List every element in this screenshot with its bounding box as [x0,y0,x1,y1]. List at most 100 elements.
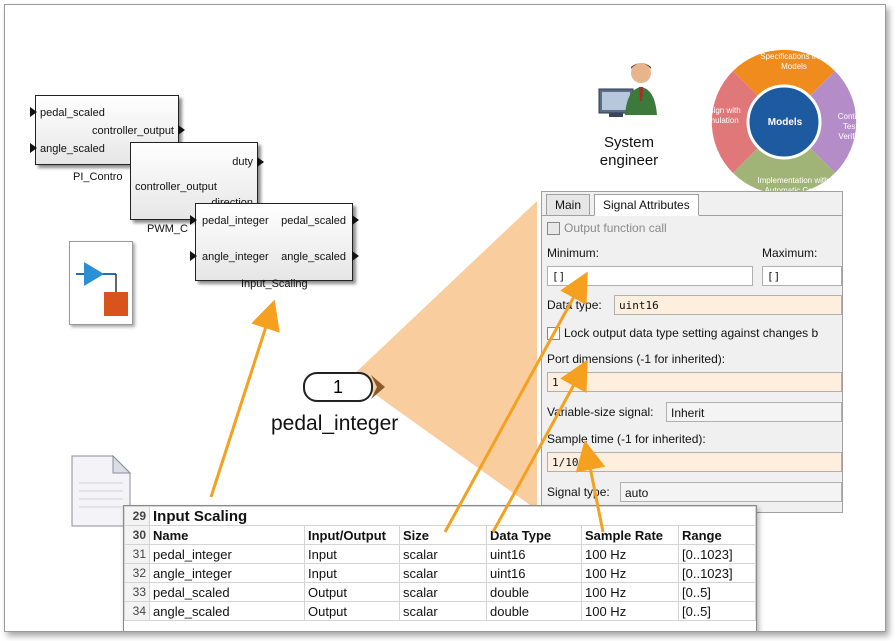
pwm-input-controller-output: controller_output [135,181,217,193]
cell-range[interactable]: [0..5] [678,582,756,602]
variable-size-dropdown[interactable]: Inherit [666,402,842,422]
table-title-row: 29 Input Scaling [124,506,756,526]
header-input-output: Input/Output [304,525,400,545]
inport-name: pedal_integer [271,412,399,435]
table-row[interactable]: 31 pedal_integer Input scalar uint16 100… [124,544,756,564]
pi-input-angle-scaled: angle_scaled [40,143,105,155]
header-size: Size [399,525,487,545]
cell-data-type[interactable]: double [486,601,582,621]
pi-controller-block[interactable]: pedal_scaled angle_scaled controller_out… [35,95,179,165]
scaling-out2-port-icon [352,251,359,261]
cell-sample-rate[interactable]: 100 Hz [581,563,679,583]
port-dimensions-label: Port dimensions (-1 for inherited): [547,352,726,366]
cell-input-output[interactable]: Output [304,601,400,621]
scaling-input-pedal-integer: pedal_integer [202,215,269,227]
output-function-call-checkbox[interactable] [547,222,560,235]
sample-time-field[interactable]: 1/100 [547,452,842,472]
cell-name[interactable]: angle_scaled [149,601,305,621]
scaling-input-angle-integer: angle_integer [202,251,269,263]
data-type-field[interactable]: uint16 [614,295,842,315]
wheel-label-center: Models [767,117,803,128]
simulink-model-icon[interactable] [69,241,133,325]
cell-range[interactable]: [0..5] [678,601,756,621]
table-row[interactable]: 33 pedal_scaled Output scalar double 100… [124,582,756,602]
cell-data-type[interactable]: uint16 [486,544,582,564]
scaling-in1-port-icon [190,215,197,225]
header-sample-rate: Sample Rate [581,525,679,545]
wheel-label-right: Continuous Test and Verification [837,112,879,141]
row-number: 32 [124,563,150,583]
cell-size[interactable]: scalar [399,544,487,564]
person-label-line2: engineer [599,152,659,169]
row-number: 30 [124,525,150,545]
wheel-label-top: Executable Specifications from Models [760,42,828,71]
pi-in1-port-icon [30,107,37,117]
maximum-field[interactable]: [] [762,266,842,286]
cell-sample-rate[interactable]: 100 Hz [581,582,679,602]
lock-data-type-checkbox[interactable] [547,327,560,340]
cell-sample-rate[interactable]: 100 Hz [581,544,679,564]
row-number: 34 [124,601,150,621]
header-name: Name [149,525,305,545]
output-function-call-label: Output function call [564,221,667,235]
document-icon[interactable] [71,454,132,527]
table-header-row: 30 Name Input/Output Size Data Type Samp… [124,525,756,545]
scaling-output-angle-scaled: angle_scaled [281,251,346,263]
signal-type-label: Signal type: [547,485,610,499]
data-type-label: Data type: [547,298,602,312]
cell-name[interactable]: angle_integer [149,563,305,583]
pi-out-port-icon [178,125,185,135]
variable-size-label: Variable-size signal: [547,405,654,419]
scaling-output-pedal-scaled: pedal_scaled [281,215,346,227]
cell-input-output[interactable]: Output [304,582,400,602]
table-row[interactable]: 34 angle_scaled Output scalar double 100… [124,601,756,621]
cell-name[interactable]: pedal_integer [149,544,305,564]
cell-range[interactable]: [0..1023] [678,544,756,564]
system-engineer-label: System engineer [597,134,661,170]
cell-data-type[interactable]: uint16 [486,563,582,583]
signal-attributes-panel: Main Signal Attributes Output function c… [541,191,843,513]
pi-input-pedal-scaled: pedal_scaled [40,107,105,119]
pwm-out1-port-icon [257,157,264,167]
port-dimensions-field[interactable]: 1 [547,372,842,392]
input-scaling-block[interactable]: pedal_integer angle_integer pedal_scaled… [195,203,353,281]
figure-frame: pedal_scaled angle_scaled controller_out… [4,4,886,632]
person-label-line1: System [603,134,654,151]
sample-time-label: Sample time (-1 for inherited): [547,432,706,446]
scaling-in2-port-icon [190,251,197,261]
pwm-block-title: PWM_C [147,223,188,235]
cell-range[interactable]: [0..1023] [678,563,756,583]
table-row[interactable]: 32 angle_integer Input scalar uint16 100… [124,563,756,583]
row-number: 29 [124,506,150,526]
wheel-label-left: Design with Simulation [699,106,741,125]
cell-input-output[interactable]: Input [304,544,400,564]
pi-controller-title: PI_Contro [73,171,123,183]
pi-in2-port-icon [30,143,37,153]
inport-block[interactable]: 1 [303,372,373,402]
cell-sample-rate[interactable]: 100 Hz [581,601,679,621]
tab-signal-attributes[interactable]: Signal Attributes [594,194,699,216]
inport-number: 1 [332,377,343,397]
input-scaling-table: 29 Input Scaling 30 Name Input/Output Si… [124,506,756,621]
maximum-label: Maximum: [762,246,818,260]
pwm-output-duty: duty [232,156,253,168]
cell-input-output[interactable]: Input [304,563,400,583]
projection-wedge [351,201,537,510]
lock-data-type-label: Lock output data type setting against ch… [564,326,819,340]
header-range: Range [678,525,756,545]
page-glyph-icon [71,454,132,527]
tab-main[interactable]: Main [546,194,591,216]
scaling-out1-port-icon [352,215,359,225]
cell-size[interactable]: scalar [399,563,487,583]
cell-data-type[interactable]: double [486,582,582,602]
header-data-type: Data Type [486,525,582,545]
minimum-field[interactable]: [] [547,266,753,286]
system-engineer-icon [598,63,657,117]
model-based-design-wheel [711,49,857,195]
cell-size[interactable]: scalar [399,601,487,621]
cell-size[interactable]: scalar [399,582,487,602]
cell-name[interactable]: pedal_scaled [149,582,305,602]
table-title: Input Scaling [149,506,756,526]
requirements-spreadsheet: 29 Input Scaling 30 Name Input/Output Si… [123,505,757,631]
signal-type-dropdown[interactable]: auto [620,482,842,502]
